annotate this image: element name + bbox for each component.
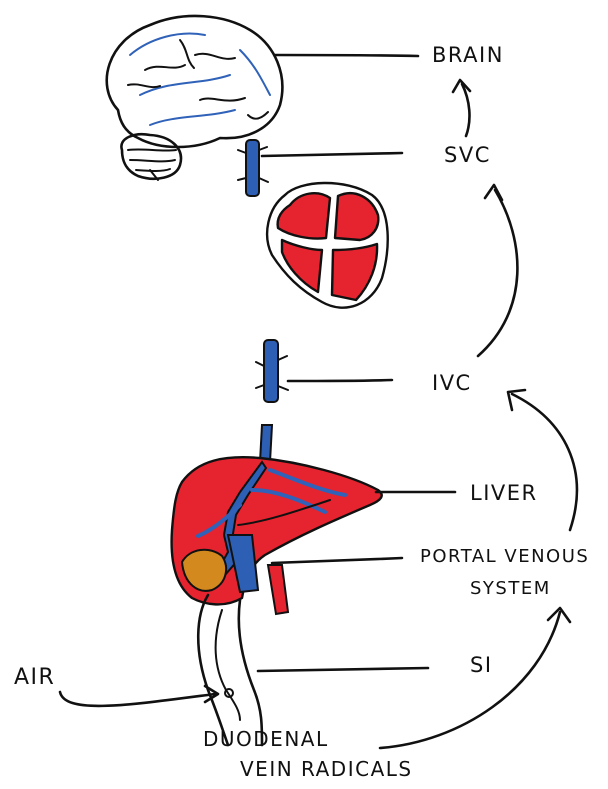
label-portal-line2: SYSTEM (470, 578, 551, 599)
pointer-lines (258, 55, 455, 671)
svc-vessel (238, 140, 268, 196)
label-ivc: IVC (432, 371, 472, 395)
heart-drawing (267, 183, 388, 308)
label-vein-radicals: VEIN RADICALS (240, 757, 413, 781)
liver-drawing (172, 425, 382, 614)
small-intestine-drawing (198, 595, 262, 745)
label-air: AIR (14, 665, 55, 690)
label-brain: BRAIN (432, 43, 504, 67)
arrow-duodenum-to-portal (380, 612, 560, 748)
arrow-ivc-to-svc (478, 190, 517, 356)
arrow-air-to-duodenum (60, 692, 215, 706)
label-si: SI (470, 653, 493, 677)
label-portal-line1: PORTAL VENOUS (420, 546, 589, 567)
ivc-vessel (256, 340, 288, 402)
label-duodenal: DUODENAL (203, 727, 329, 751)
arrow-portal-to-ivc (512, 394, 577, 530)
flow-arrows (60, 80, 577, 748)
label-svc: SVC (444, 143, 491, 167)
label-liver: LIVER (470, 481, 538, 505)
arrow-svc-to-brain (462, 84, 469, 136)
